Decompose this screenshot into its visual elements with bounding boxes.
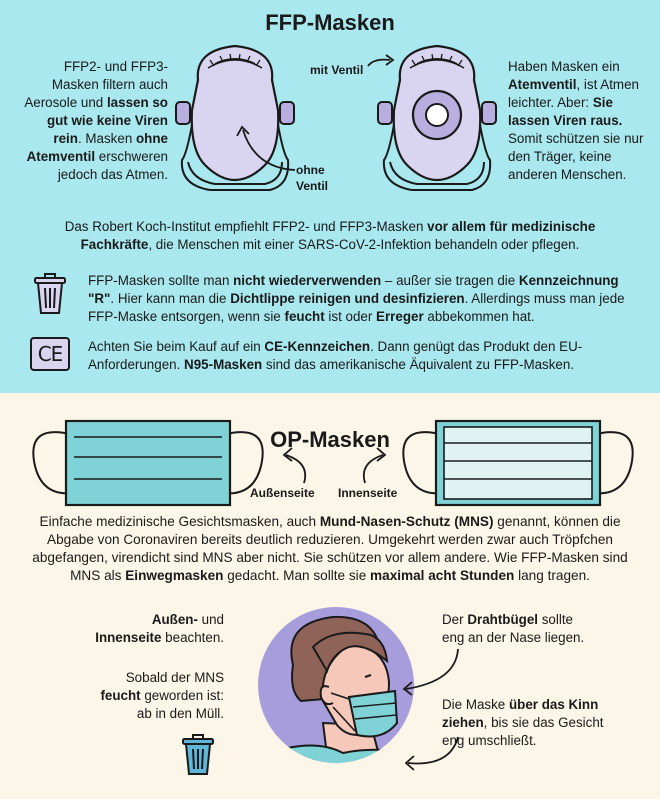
label-inside: Innenseite xyxy=(338,486,398,500)
reuse-text: FFP-Masken sollte man nicht wiederverwen… xyxy=(88,273,625,324)
person-wearing-mask-illustration xyxy=(258,607,414,763)
label-outside: Außenseite xyxy=(250,486,315,500)
ffp-mask-without-valve-illustration xyxy=(175,44,295,191)
ffp-title: FFP-Masken xyxy=(265,10,395,35)
op-mask-outside-illustration xyxy=(32,419,264,507)
arrow-icon xyxy=(282,447,307,484)
label-without-valve: ohne Ventil xyxy=(296,163,329,193)
arrow-icon xyxy=(404,736,459,771)
op-section: OP-Masken Außenseite Innenseite Einfache… xyxy=(0,393,660,799)
arrow-icon xyxy=(367,54,395,67)
op-mask-inside-illustration xyxy=(402,419,634,507)
ffp-mask-with-valve-illustration xyxy=(377,44,497,191)
tip-sides: Außen- und Innenseite beachten. xyxy=(95,612,224,645)
trash-icon xyxy=(182,734,214,775)
tip-moist: Sobald der MNS feucht geworden ist: ab i… xyxy=(100,670,224,721)
op-title: OP-Masken xyxy=(270,427,390,452)
trash-icon xyxy=(34,273,66,314)
tip-wire: Der Drahtbügel sollte eng an der Nase li… xyxy=(442,612,585,645)
ffp-right-text: Haben Masken ein Atemventil, ist Atmen l… xyxy=(508,59,644,182)
arrow-icon xyxy=(236,125,296,171)
arrow-icon xyxy=(402,648,459,696)
ce-text: Achten Sie beim Kauf auf ein CE-Kennzeic… xyxy=(88,339,583,372)
ce-mark-icon: CE xyxy=(30,337,70,371)
label-with-valve: mit Ventil xyxy=(310,63,364,77)
ffp-left-text: FFP2- und FFP3-Masken filtern auch Aeros… xyxy=(24,59,168,182)
rki-recommendation: Das Robert Koch-Institut empfiehlt FFP2-… xyxy=(64,219,596,252)
arrow-icon xyxy=(362,447,387,484)
ffp-section: FFP-Masken FFP2- und FFP3-Masken filtern… xyxy=(0,0,660,393)
tip-chin: Die Maske über das Kinn ziehen, bis sie … xyxy=(442,697,604,748)
op-description: Einfache medizinische Gesichtsmasken, au… xyxy=(32,514,628,583)
